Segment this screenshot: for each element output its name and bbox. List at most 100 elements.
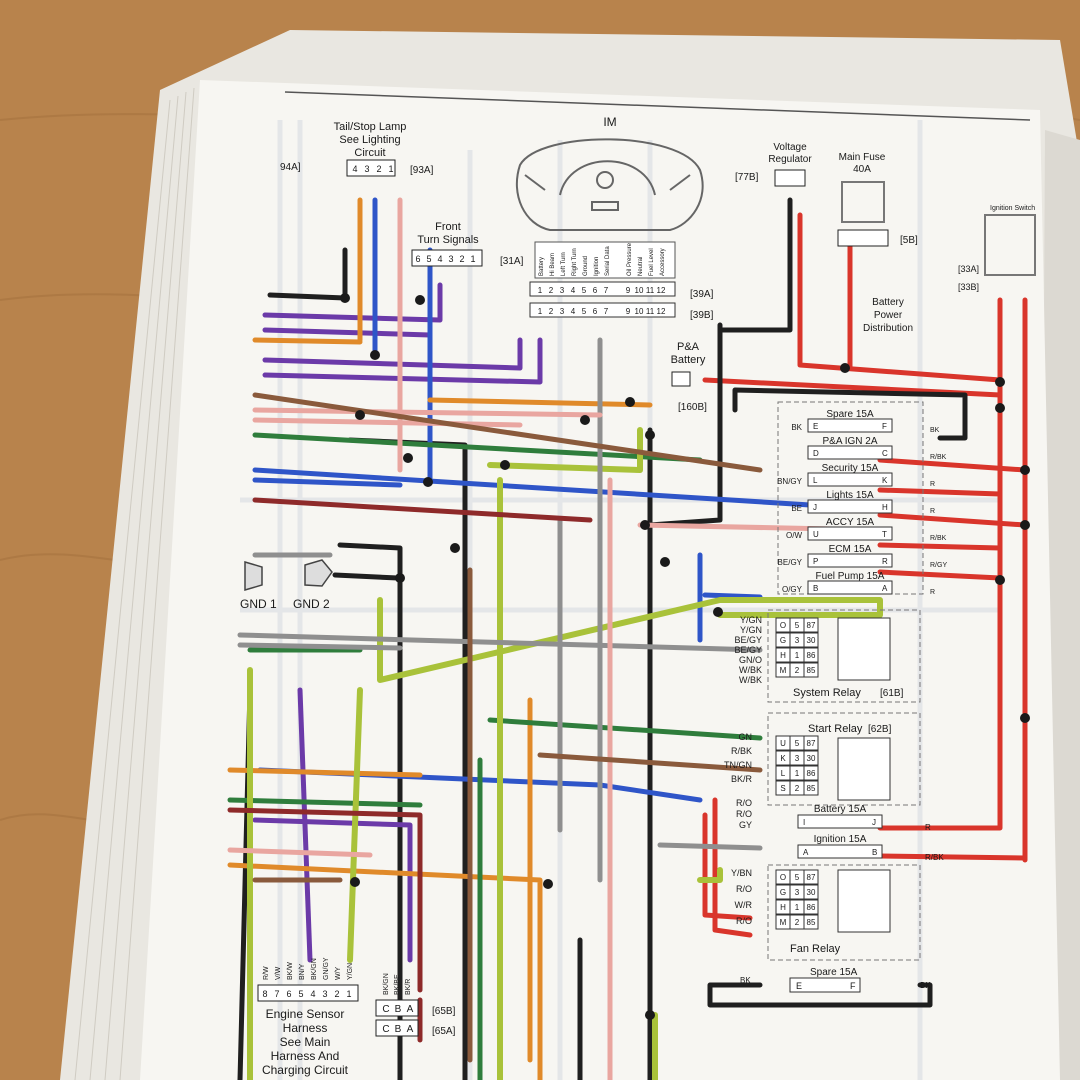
svg-text:Charging Circuit: Charging Circuit bbox=[262, 1063, 349, 1077]
engine-wire-label: BK/W bbox=[287, 962, 294, 980]
wire-label: Y/GN bbox=[740, 625, 762, 635]
ignition-switch-label: Ignition Switch bbox=[990, 205, 1035, 212]
svg-text:Circuit: Circuit bbox=[354, 147, 385, 159]
svg-text:Serial Data: Serial Data bbox=[605, 246, 611, 276]
battery-power-label: Battery Power Distribution bbox=[863, 297, 913, 334]
fuse-pin-right: F bbox=[882, 422, 887, 431]
fuse-out-label: R bbox=[930, 508, 935, 515]
svg-text:3: 3 bbox=[364, 164, 369, 174]
svg-text:9: 9 bbox=[626, 286, 631, 295]
relay-pin-text: 86 bbox=[807, 903, 816, 912]
wire-label: GY bbox=[739, 820, 752, 830]
fuse-name: P&A IGN 2A bbox=[822, 436, 877, 447]
relay-pin-text: G bbox=[780, 888, 786, 897]
svg-text:12: 12 bbox=[657, 307, 666, 316]
svg-text:12: 12 bbox=[657, 286, 666, 295]
svg-text:3: 3 bbox=[560, 286, 565, 295]
fuse-out-label: R bbox=[930, 481, 935, 488]
relay-pin-text: M bbox=[780, 666, 787, 675]
svg-text:C: C bbox=[382, 1004, 389, 1015]
svg-text:Tail/Stop Lamp: Tail/Stop Lamp bbox=[334, 121, 407, 133]
svg-text:B: B bbox=[395, 1024, 402, 1035]
relay-pin-text: 5 bbox=[795, 873, 800, 882]
relay-pin-cell bbox=[803, 780, 819, 796]
fuse-out-label: R/BK bbox=[925, 853, 944, 862]
svg-text:2: 2 bbox=[549, 286, 554, 295]
svg-text:Engine Sensor: Engine Sensor bbox=[266, 1007, 345, 1021]
svg-text:7: 7 bbox=[604, 307, 609, 316]
engine-pin-number: 4 bbox=[310, 989, 315, 999]
voltage-regulator-label: Voltage Regulator bbox=[768, 142, 812, 165]
relay-pin-text: 85 bbox=[807, 666, 816, 675]
system-relay-outline bbox=[767, 609, 921, 703]
relay-pin-cell bbox=[803, 662, 819, 678]
start-relay-ref: [62B] bbox=[868, 724, 892, 735]
svg-text:6: 6 bbox=[415, 254, 420, 264]
relay-pin-text: 87 bbox=[807, 873, 816, 882]
bk-wire-label: BK/BE bbox=[394, 974, 401, 995]
svg-text:4: 4 bbox=[571, 286, 576, 295]
ign-ref-a: [33A] bbox=[958, 264, 979, 274]
relay-pin-text: G bbox=[780, 636, 786, 645]
engine-pin-number: 3 bbox=[322, 989, 327, 999]
relay-pin-text: 30 bbox=[807, 754, 816, 763]
relay-pin-text: O bbox=[780, 873, 786, 882]
relay-pin-cell bbox=[803, 617, 819, 633]
svg-text:5: 5 bbox=[582, 307, 587, 316]
fan-relay-coil bbox=[837, 869, 891, 933]
relay-pin-text: 3 bbox=[795, 754, 800, 763]
svg-text:E: E bbox=[796, 981, 802, 991]
svg-text:A: A bbox=[407, 1004, 414, 1015]
start-relay-coil bbox=[837, 737, 891, 801]
relay-pin-cell bbox=[803, 750, 819, 766]
engine-pin-number: 6 bbox=[286, 989, 291, 999]
relay-pin-text: 85 bbox=[807, 918, 816, 927]
junction-dots bbox=[340, 293, 1030, 1020]
relay-pin-text: 2 bbox=[795, 666, 800, 675]
svg-text:F: F bbox=[850, 981, 856, 991]
relay-pin-text: 30 bbox=[807, 636, 816, 645]
relay-pin-text: 87 bbox=[807, 739, 816, 748]
svg-text:Regulator: Regulator bbox=[768, 154, 812, 165]
svg-text:1: 1 bbox=[388, 164, 393, 174]
fuse-symbol bbox=[807, 472, 893, 487]
engine-wire-label: GN/GY bbox=[323, 957, 330, 980]
fuse-symbol bbox=[807, 499, 893, 514]
svg-text:6: 6 bbox=[593, 307, 598, 316]
relay-pin-text: 1 bbox=[795, 651, 800, 660]
svg-text:BK: BK bbox=[740, 976, 751, 985]
svg-text:Left Turn: Left Turn bbox=[561, 252, 567, 276]
engine-wire-label: BN/Y bbox=[299, 963, 306, 980]
turn-signal-connector bbox=[411, 249, 483, 267]
pa-battery-connector bbox=[671, 371, 691, 387]
fuse-name: Fuel Pump 15A bbox=[816, 571, 885, 582]
fuse-name: ACCY 15A bbox=[826, 517, 875, 528]
wire-label: W/R bbox=[735, 900, 753, 910]
front-turn-label: Front Turn Signals bbox=[417, 221, 479, 246]
turn-connector-ref: [31A] bbox=[500, 256, 524, 267]
fuse-symbol bbox=[807, 553, 893, 568]
relay-pin-cell bbox=[803, 735, 819, 751]
start-relay-outline bbox=[767, 712, 921, 806]
svg-text:11: 11 bbox=[646, 286, 655, 295]
ignition-switch bbox=[984, 214, 1036, 276]
svg-text:Right Turn: Right Turn bbox=[572, 248, 578, 276]
fuse-symbol bbox=[797, 814, 883, 829]
wire-label: TN/GN bbox=[724, 760, 752, 770]
fuse-wire-label: O/GY bbox=[782, 585, 803, 594]
page-stack-lines bbox=[74, 87, 195, 1080]
im-function-labels: Battery Hi Beam Left Turn Right Turn Gro… bbox=[539, 242, 666, 276]
svg-text:3: 3 bbox=[560, 307, 565, 316]
svg-text:7: 7 bbox=[604, 286, 609, 295]
fuse-wire-label: O/W bbox=[786, 531, 802, 540]
